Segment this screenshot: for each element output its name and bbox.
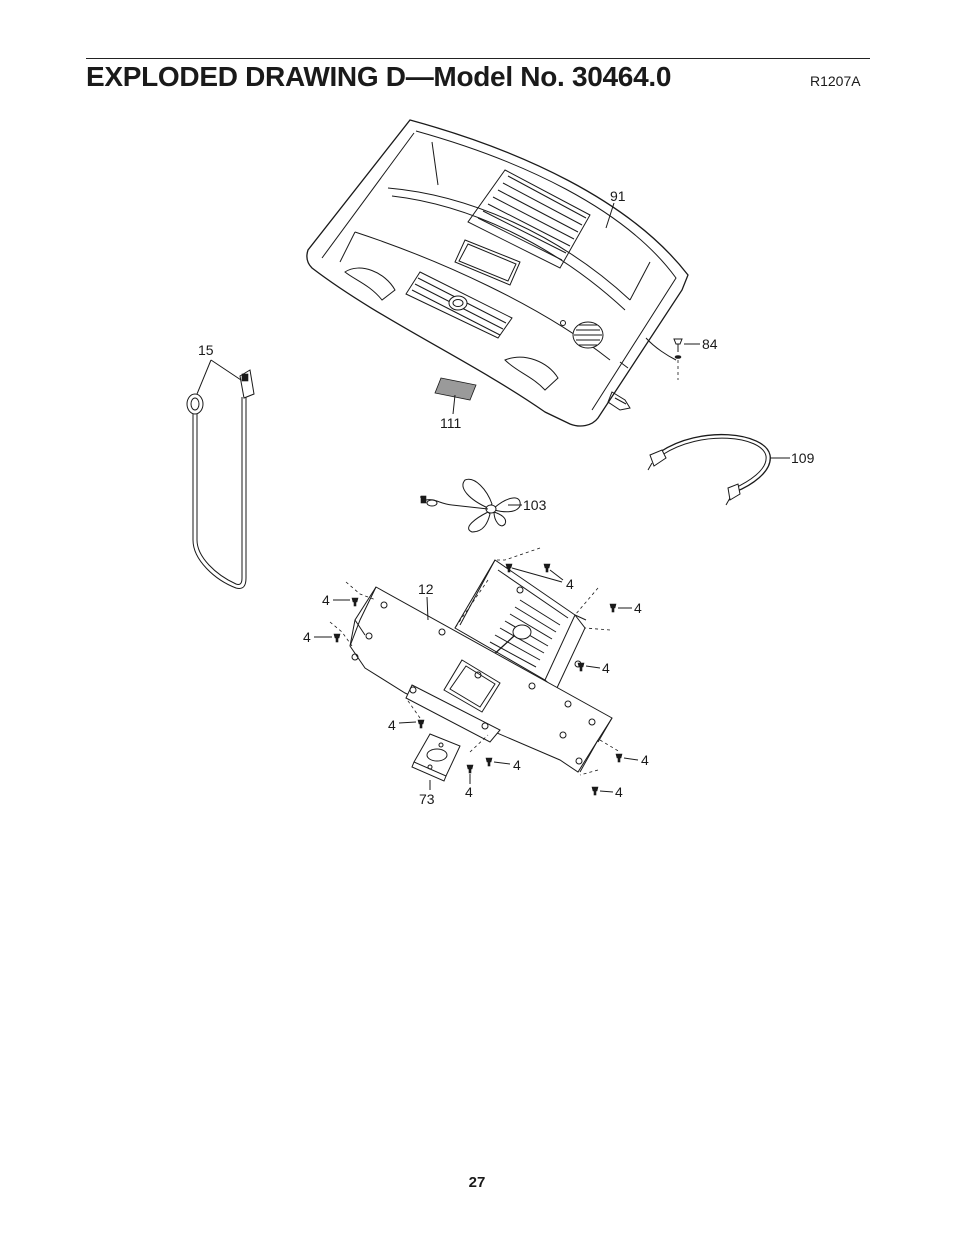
callout-109: 109 <box>791 450 815 466</box>
callout-111: 111 <box>440 415 461 431</box>
callout-4-c: 4 <box>566 576 574 592</box>
leader-91 <box>605 202 615 229</box>
part-103-fan <box>420 478 522 533</box>
part-91-console <box>306 119 689 427</box>
page-number: 27 <box>468 1174 486 1191</box>
callout-103: 103 <box>523 497 547 513</box>
part-4-screws <box>314 563 639 796</box>
callout-4-j: 4 <box>615 784 623 800</box>
callout-15: 15 <box>198 342 214 358</box>
callout-4-e: 4 <box>602 660 610 676</box>
callout-4-b: 4 <box>303 629 311 645</box>
callout-73: 73 <box>419 791 435 807</box>
page-title: EXPLODED DRAWING D—Model No. 30464.0 <box>86 61 672 92</box>
callout-84: 84 <box>702 336 718 352</box>
callout-12: 12 <box>418 581 434 597</box>
part-15-key <box>186 359 255 589</box>
drawing-code: R1207A <box>810 73 861 89</box>
callout-4-i: 4 <box>641 752 649 768</box>
part-84-screw <box>673 338 700 380</box>
callout-91: 91 <box>610 188 626 204</box>
part-111-decal <box>434 377 477 415</box>
callout-4-h: 4 <box>465 784 473 800</box>
part-73-cover-plate <box>411 733 461 790</box>
callout-4-d: 4 <box>634 600 642 616</box>
callout-4-a: 4 <box>322 592 330 608</box>
leader-12 <box>426 596 429 621</box>
callout-4-g: 4 <box>513 757 521 773</box>
part-109-cable <box>647 434 790 506</box>
header-rule <box>86 58 870 59</box>
callout-4-f: 4 <box>388 717 396 733</box>
part-12-console-base <box>329 547 621 776</box>
